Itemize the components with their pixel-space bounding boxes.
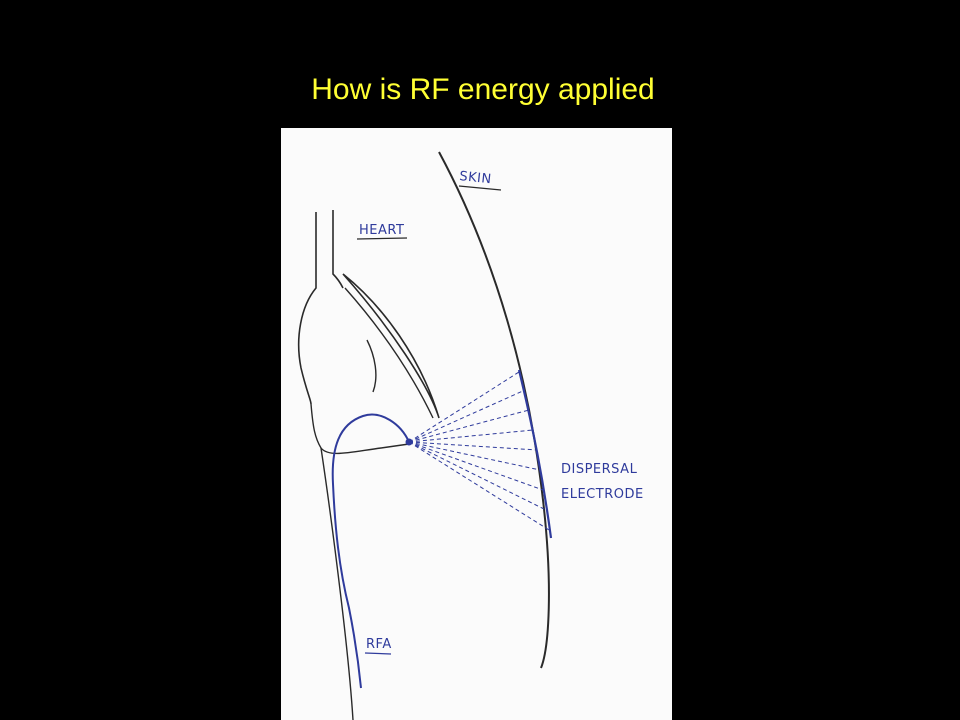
rf-energy-sketch: SKIN HEART DISPERSAL ELECTRODE RFA xyxy=(297,151,644,720)
skin-line xyxy=(438,151,550,669)
label-rfa: RFA xyxy=(366,637,392,652)
vessel-wall-left xyxy=(297,212,317,405)
atrium-contour xyxy=(310,403,410,455)
heart-small-curve xyxy=(366,339,377,393)
vessel-wall-right xyxy=(332,210,344,289)
label-heart: HEART xyxy=(359,223,404,238)
lower-vessel-wall xyxy=(320,447,354,720)
label-dispersal-line2: ELECTRODE xyxy=(561,487,644,502)
label-skin: SKIN xyxy=(459,169,493,187)
heart-outline xyxy=(342,273,440,419)
slide-title: How is RF energy applied xyxy=(311,73,655,106)
label-dispersal-line1: DISPERSAL xyxy=(561,462,638,477)
label-rfa-underline xyxy=(364,652,392,655)
rf-energy-rays xyxy=(408,371,550,531)
label-skin-underline xyxy=(458,185,502,191)
label-heart-underline xyxy=(356,237,408,240)
sketch-panel: SKIN HEART DISPERSAL ELECTRODE RFA xyxy=(281,128,672,720)
heart-inner-curve xyxy=(344,287,434,419)
catheter-line xyxy=(331,413,410,689)
dispersal-electrode xyxy=(517,369,553,539)
